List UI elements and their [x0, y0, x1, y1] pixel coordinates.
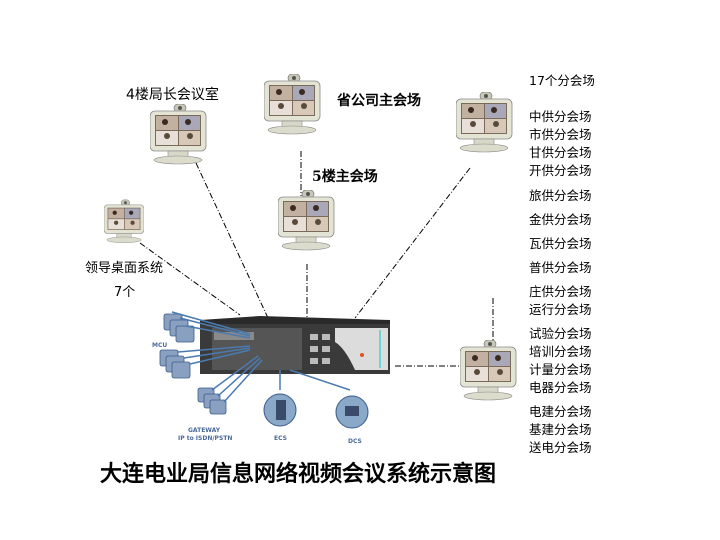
branch-header: 17个分会场: [529, 73, 595, 88]
branch-venue: 培训分会场: [529, 344, 592, 359]
label-floor5-main-venue: 5楼主会场: [312, 169, 378, 185]
terminal-17-branches: [456, 92, 513, 153]
branch-venue: 电器分会场: [529, 380, 592, 395]
branch-venue: 计量分会场: [529, 362, 592, 377]
branch-venue: 试验分会场: [529, 326, 592, 341]
link-17-branches: [354, 167, 471, 319]
branch-venue: 庄供分会场: [529, 284, 592, 299]
gateway-label: GATEWAY: [188, 427, 221, 434]
branch-venue: 运行分会场: [529, 302, 592, 317]
dcs-label: DCS: [348, 438, 362, 445]
branch-venue: 送电分会场: [529, 440, 592, 455]
branch-venue: 普供分会场: [529, 260, 592, 275]
branch-venue: 旅供分会场: [529, 188, 592, 203]
branch-venue: 开供分会场: [529, 163, 592, 178]
branch-venue: 金供分会场: [529, 212, 592, 227]
label-province-main-venue: 省公司主会场: [337, 93, 421, 109]
label-leader-desktop: 领导桌面系统: [85, 261, 164, 276]
terminal-floor5: [278, 190, 335, 251]
branch-venue: 市供分会场: [529, 127, 592, 142]
mcu-label: MCU: [152, 342, 168, 349]
ecs-label: ECS: [274, 435, 287, 442]
branch-venue: 基建分会场: [529, 422, 592, 437]
terminal-floor4: [150, 104, 207, 165]
branch-venue: 甘供分会场: [529, 145, 592, 160]
diagram-title: 大连电业局信息网络视频会议系统示意图: [100, 461, 497, 487]
mcu-server-icon: [159, 311, 390, 429]
terminal-leader-desktop: [104, 199, 144, 244]
link-leader-desktop: [139, 242, 241, 316]
gateway-sub-label: IP to ISDN/PSTN: [178, 435, 233, 442]
label-floor4-meeting-room: 4楼局长会议室: [126, 87, 219, 103]
branch-venue: 电建分会场: [529, 404, 592, 419]
label-leader-desktop-count: 7个: [114, 285, 136, 300]
branch-venue: 中供分会场: [529, 109, 592, 124]
terminal-province: [264, 74, 321, 135]
branch-venue: 瓦供分会场: [529, 236, 592, 251]
terminal-branch-lower: [460, 340, 517, 401]
link-floor4: [195, 162, 269, 319]
